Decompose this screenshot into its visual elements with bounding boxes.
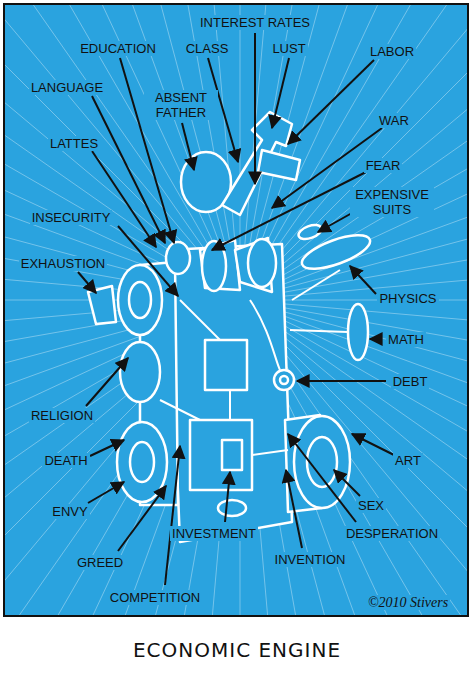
ray-line	[5, 95, 202, 287]
ray-line	[5, 5, 209, 274]
part-label: RELIGION	[29, 408, 95, 423]
ray-line	[260, 335, 467, 615]
ray-line	[280, 303, 467, 352]
part-label: ENVY	[50, 504, 89, 519]
part-label: FEAR	[364, 158, 403, 173]
ray-line	[273, 323, 467, 615]
ray-line	[278, 95, 467, 287]
ray-line	[266, 331, 467, 615]
caption: ECONOMIC ENGINE	[133, 638, 341, 662]
ray-line	[271, 5, 467, 274]
ray-line	[268, 5, 467, 272]
part-label: CLASS	[184, 41, 231, 56]
part-label: DESPERATION	[344, 526, 440, 541]
part-label: LABOR	[368, 44, 416, 59]
ray-line	[240, 5, 241, 260]
ray-line	[271, 326, 467, 615]
ray-line	[279, 307, 467, 404]
part-label: DEATH	[42, 453, 89, 468]
part-label: LATTES	[48, 136, 100, 151]
part-label: LUST	[270, 41, 307, 56]
ray-line	[279, 145, 467, 290]
part-label: COMPETITION	[108, 590, 202, 605]
ray-line	[266, 5, 467, 269]
part-label: PHYSICS	[377, 291, 438, 306]
ray-line	[276, 46, 467, 283]
ray-line	[5, 5, 205, 280]
part-label: INVESTMENT	[170, 526, 258, 541]
part-label: INTEREST RATES	[198, 15, 312, 30]
part-label: WAR	[377, 113, 411, 128]
part-label: EXHAUSTION	[19, 256, 108, 271]
part-label: MATH	[386, 332, 426, 347]
part-label: INSECURITY	[30, 210, 113, 225]
part-label: ART	[393, 453, 423, 468]
part-label: EDUCATION	[78, 41, 158, 56]
ray-line	[276, 317, 467, 554]
part-label: DEBT	[391, 374, 430, 389]
part-label: LANGUAGE	[29, 80, 105, 95]
part-label: GREED	[75, 555, 125, 570]
part-label: INVENTION	[273, 552, 348, 567]
part-label: EXPENSIVE SUITS	[350, 187, 434, 217]
part-label: ABSENT FATHER	[144, 90, 218, 120]
ray-line	[5, 145, 201, 290]
ray-line	[280, 300, 467, 301]
signature: ©2010 Stivers	[366, 595, 450, 610]
ray-line	[263, 333, 467, 615]
part-label: SEX	[356, 498, 386, 513]
ray-line	[268, 328, 467, 615]
